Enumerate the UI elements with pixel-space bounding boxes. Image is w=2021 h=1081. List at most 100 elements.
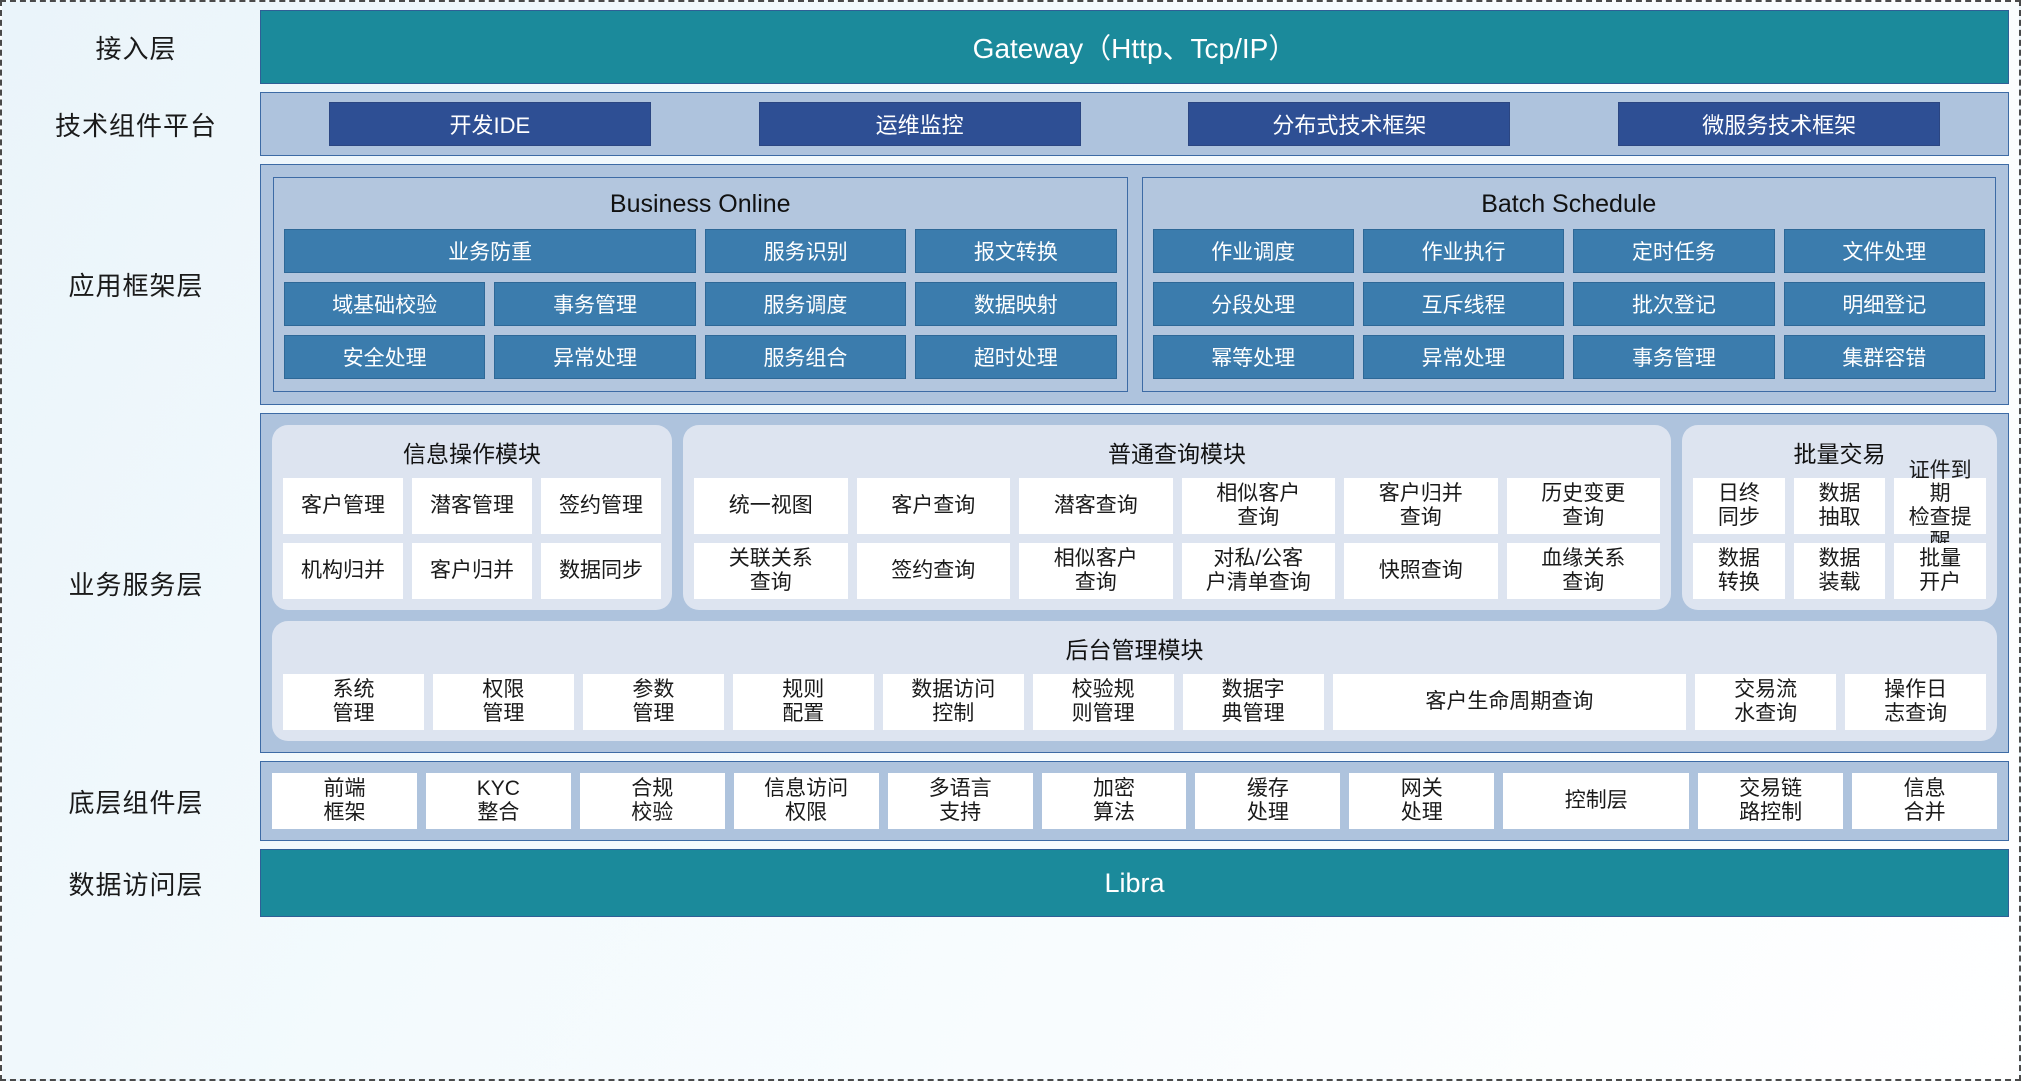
module-row: 关联关系查询 签约查询 相似客户查询 对私/公客户清单查询 快照查询 血缘关系查… [694, 543, 1660, 599]
cell-prospect-mgmt[interactable]: 潜客管理 [412, 478, 532, 534]
tech-slot: 开发IDE [275, 102, 705, 146]
tech-button-distributed-framework[interactable]: 分布式技术框架 [1188, 102, 1511, 146]
cell-job-schedule[interactable]: 作业调度 [1152, 229, 1354, 273]
cell-service-identify[interactable]: 服务识别 [705, 229, 907, 273]
tech-button-ide[interactable]: 开发IDE [328, 102, 651, 146]
cell-detail-register[interactable]: 明细登记 [1783, 282, 1985, 326]
cell-control-layer[interactable]: 控制层 [1503, 773, 1690, 829]
cell-encryption-algorithm[interactable]: 加密算法 [1041, 773, 1187, 829]
app-framework-band: Business Online 业务防重 服务识别 报文转换 域基础校验 事务管… [260, 164, 2009, 405]
cell-customer-merge-query[interactable]: 客户归并查询 [1344, 478, 1498, 534]
cell-system-mgmt[interactable]: 系统管理 [283, 674, 424, 730]
cell-permission-mgmt[interactable]: 权限管理 [432, 674, 574, 730]
cell-cache-process[interactable]: 缓存处理 [1195, 773, 1341, 829]
module-batch-transaction: 批量交易 日终同步 数据抽取 证件到期检查提醒 数据转换 数据装载 批量开户 [1682, 425, 1997, 610]
cell-mutex-thread[interactable]: 互斥线程 [1362, 282, 1565, 326]
cell-gateway-process[interactable]: 网关处理 [1349, 773, 1495, 829]
tech-button-ops-monitor[interactable]: 运维监控 [758, 102, 1081, 146]
cell-lineage-query[interactable]: 血缘关系查询 [1506, 543, 1660, 599]
cell-batch-register[interactable]: 批次登记 [1573, 282, 1775, 326]
cell-data-access-control[interactable]: 数据访问控制 [882, 674, 1024, 730]
cell-data-mapping[interactable]: 数据映射 [915, 282, 1117, 326]
cell-retail-corp-customer-list-query[interactable]: 对私/公客户清单查询 [1181, 543, 1335, 599]
cell-multilanguage-support[interactable]: 多语言支持 [887, 773, 1033, 829]
cell-data-sync[interactable]: 数据同步 [541, 543, 661, 599]
cell-prospect-query[interactable]: 潜客查询 [1019, 478, 1173, 534]
cell-message-transform[interactable]: 报文转换 [915, 229, 1117, 273]
cell-parameter-mgmt[interactable]: 参数管理 [582, 674, 724, 730]
cell-contract-query[interactable]: 签约查询 [856, 543, 1010, 599]
cell-frontend-framework[interactable]: 前端框架 [272, 773, 417, 829]
cell-transaction-journal-query[interactable]: 交易流水查询 [1695, 674, 1837, 730]
cell-relation-query[interactable]: 关联关系查询 [694, 543, 848, 599]
tech-slot: 运维监控 [705, 102, 1135, 146]
cell-customer-mgmt[interactable]: 客户管理 [283, 478, 403, 534]
cell-data-load[interactable]: 数据装载 [1793, 543, 1886, 599]
layer-label-dataaccess: 数据访问层 [68, 869, 204, 900]
module-row: 机构归并 客户归并 数据同步 [283, 543, 661, 599]
module-title-batch-transaction: 批量交易 [1793, 441, 1886, 467]
cell-org-merge[interactable]: 机构归并 [283, 543, 403, 599]
cell-batch-exception-process[interactable]: 异常处理 [1362, 335, 1565, 379]
cell-transaction-mgmt[interactable]: 事务管理 [494, 282, 696, 326]
cell-timeout-process[interactable]: 超时处理 [915, 335, 1117, 379]
cell-customer-merge[interactable]: 客户归并 [412, 543, 532, 599]
cell-job-execute[interactable]: 作业执行 [1362, 229, 1565, 273]
app-framework-row: 应用框架层 Business Online 业务防重 服务识别 报文转换 域基础… [12, 164, 2009, 405]
cell-exception-process[interactable]: 异常处理 [494, 335, 696, 379]
libra-bar[interactable]: Libra [260, 849, 2009, 917]
cell-batch-transaction-mgmt[interactable]: 事务管理 [1573, 335, 1775, 379]
cell-unified-view[interactable]: 统一视图 [694, 478, 848, 534]
data-access-row: 数据访问层 Libra [12, 849, 2009, 917]
cell-contract-mgmt[interactable]: 签约管理 [541, 478, 661, 534]
cell-validation-rule-mgmt[interactable]: 校验规则管理 [1032, 674, 1174, 730]
cell-customer-lifecycle-query[interactable]: 客户生命周期查询 [1332, 674, 1687, 730]
cell-security-process[interactable]: 安全处理 [284, 335, 486, 379]
cell-transaction-chain-control[interactable]: 交易链路控制 [1698, 773, 1844, 829]
cell-batch-account-open[interactable]: 批量开户 [1894, 543, 1987, 599]
cell-snapshot-query[interactable]: 快照查询 [1344, 543, 1498, 599]
module-common-query: 普通查询模块 统一视图 客户查询 潜客查询 相似客户查询 客户归并查询 历史变更… [683, 425, 1671, 610]
business-service-row: 业务服务层 信息操作模块 客户管理 潜客管理 签约管理 机构归并 [12, 413, 2009, 753]
cell-data-transform[interactable]: 数据转换 [1693, 543, 1785, 599]
cell-segment-process[interactable]: 分段处理 [1152, 282, 1354, 326]
layer-label-access: 接入层 [95, 33, 177, 64]
tech-button-microservice-framework[interactable]: 微服务技术框架 [1618, 102, 1941, 146]
tech-platform-body: 开发IDE 运维监控 分布式技术框架 微服务技术框架 [260, 92, 2009, 156]
cell-compliance-check[interactable]: 合规校验 [579, 773, 725, 829]
panel-row: 分段处理 互斥线程 批次登记 明细登记 [1152, 282, 1985, 326]
cell-service-composition[interactable]: 服务组合 [704, 335, 907, 379]
cell-info-merge[interactable]: 信息合并 [1852, 773, 1998, 829]
panel-business-online: Business Online 业务防重 服务识别 报文转换 域基础校验 事务管… [273, 177, 1128, 392]
data-access-body: Libra [260, 849, 2009, 917]
cell-similar-customer-query-2[interactable]: 相似客户查询 [1019, 543, 1173, 599]
module-title-info-operation: 信息操作模块 [403, 441, 541, 467]
cell-idempotent-process[interactable]: 幂等处理 [1152, 335, 1354, 379]
cell-business-anti-duplicate[interactable]: 业务防重 [284, 229, 697, 273]
cell-service-schedule[interactable]: 服务调度 [704, 282, 907, 326]
cell-cluster-fault-tolerance[interactable]: 集群容错 [1783, 335, 1985, 379]
cell-id-expiry-reminder[interactable]: 证件到期检查提醒 [1894, 459, 1987, 553]
cell-history-change-query[interactable]: 历史变更查询 [1506, 478, 1660, 534]
cell-timed-task[interactable]: 定时任务 [1573, 229, 1775, 273]
cell-info-access-permission[interactable]: 信息访问权限 [733, 773, 879, 829]
cell-file-process[interactable]: 文件处理 [1783, 229, 1985, 273]
cell-data-dictionary-mgmt[interactable]: 数据字典管理 [1182, 674, 1324, 730]
panel-row: 幂等处理 异常处理 事务管理 集群容错 [1152, 335, 1985, 379]
cell-customer-query[interactable]: 客户查询 [856, 478, 1010, 534]
gateway-bar[interactable]: Gateway（Http、Tcp/IP） [260, 10, 2009, 84]
cell-similar-customer-query[interactable]: 相似客户查询 [1181, 478, 1335, 534]
cell-operation-log-query[interactable]: 操作日志查询 [1845, 674, 1987, 730]
cell-rule-config[interactable]: 规则配置 [732, 674, 874, 730]
tech-platform-band: 开发IDE 运维监控 分布式技术框架 微服务技术框架 [260, 92, 2009, 156]
panel-row: 业务防重 服务识别 报文转换 [284, 229, 1117, 273]
module-info-operation: 信息操作模块 客户管理 潜客管理 签约管理 机构归并 客户归并 数据同步 [272, 425, 672, 610]
panel-title-business-online: Business Online [609, 190, 791, 218]
cell-eod-sync[interactable]: 日终同步 [1693, 478, 1785, 534]
module-admin-backend: 后台管理模块 系统管理 权限管理 参数管理 规则配置 数据访问控制 校验规则管理… [272, 621, 1997, 741]
cell-data-extract[interactable]: 数据抽取 [1793, 478, 1886, 534]
panel-row: 域基础校验 事务管理 服务调度 数据映射 [284, 282, 1117, 326]
cell-domain-basic-validate[interactable]: 域基础校验 [284, 282, 486, 326]
